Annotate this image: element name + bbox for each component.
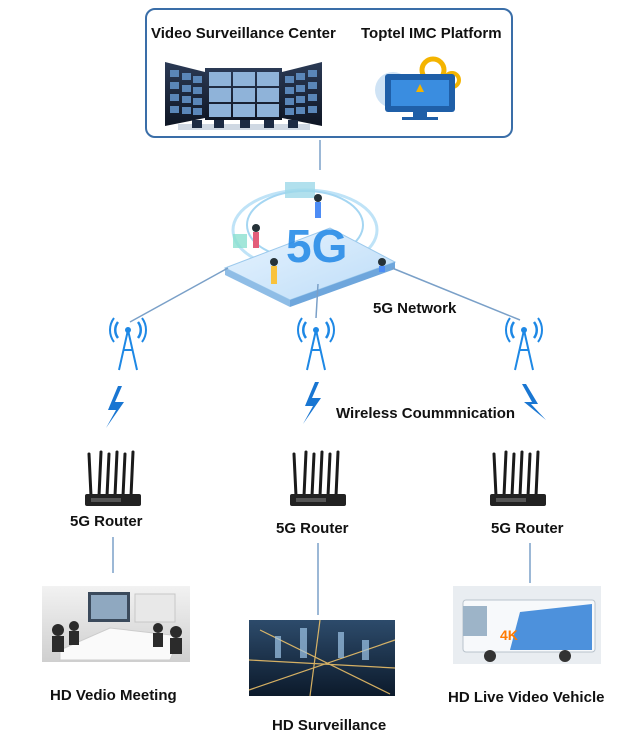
router-label: 5G Router xyxy=(491,520,564,537)
imc-platform-icon xyxy=(375,56,461,120)
router-icon xyxy=(85,450,141,506)
endpoint-links xyxy=(112,537,531,615)
imc-platform-label: Toptel IMC Platform xyxy=(361,25,502,42)
video-vehicle-image: 4K xyxy=(453,586,601,664)
video-surveillance-center-label: Video Surveillance Center xyxy=(151,25,336,42)
lightning-icon xyxy=(522,384,546,420)
hd-meeting-label: HD Vedio Meeting xyxy=(50,687,177,704)
wireless-communication-label: Wireless Coummnication xyxy=(336,405,516,422)
router-icon xyxy=(490,450,546,506)
network-links xyxy=(129,267,521,323)
hd-vehicle-label: HD Live Video Vehicle xyxy=(448,689,605,706)
meeting-room-image xyxy=(42,586,190,662)
5g-badge: 5G xyxy=(286,220,347,272)
lightning-icon xyxy=(303,382,321,424)
tower-icon xyxy=(109,317,147,371)
tower-icon xyxy=(297,317,335,371)
5g-network-platform-image: 5G xyxy=(223,182,397,307)
router-label: 5G Router xyxy=(70,513,143,530)
lightning-icon xyxy=(106,386,124,428)
5g-network-label: 5G Network xyxy=(373,300,457,317)
tower-icon xyxy=(505,317,543,371)
video-wall-image xyxy=(165,62,322,130)
router-icon xyxy=(290,450,346,506)
router-label: 5G Router xyxy=(276,520,349,537)
hd-surveillance-label: HD Surveillance xyxy=(272,717,387,734)
city-surveillance-image xyxy=(248,619,396,697)
svg-text:4K: 4K xyxy=(500,627,518,643)
